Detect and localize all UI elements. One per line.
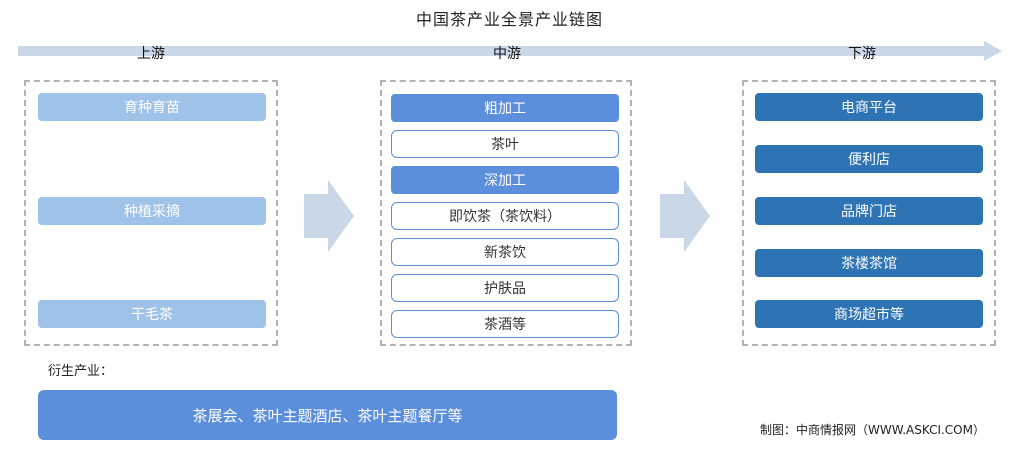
- midstream-item: 深加工: [391, 166, 619, 194]
- upstream-item: 育种育苗: [38, 93, 266, 121]
- flow-arrow: [18, 41, 1002, 61]
- arrow-right-icon: [660, 180, 710, 252]
- source-note: 制图：中商情报网（WWW.ASKCI.COM）: [760, 423, 985, 437]
- stage-upstream: 上游: [137, 46, 165, 62]
- midstream-item: 即饮茶（茶饮料）: [391, 202, 619, 230]
- upstream-item: 干毛茶: [38, 300, 266, 328]
- downstream-item: 商场超市等: [755, 300, 983, 328]
- midstream-item: 茶酒等: [391, 310, 619, 338]
- midstream-panel: [380, 80, 632, 346]
- downstream-panel: [742, 80, 996, 346]
- downstream-item: 便利店: [755, 145, 983, 173]
- derived-label: 衍生产业：: [48, 364, 114, 379]
- downstream-item: 茶楼茶馆: [755, 249, 983, 277]
- stage-midstream: 中游: [493, 46, 521, 62]
- arrow-right-icon: [304, 180, 354, 252]
- midstream-item: 粗加工: [391, 94, 619, 122]
- upstream-item: 种植采摘: [38, 197, 266, 225]
- midstream-item: 茶叶: [391, 130, 619, 158]
- derived-content: 茶展会、茶叶主题酒店、茶叶主题餐厅等: [38, 390, 617, 440]
- diagram-title: 中国茶产业全景产业链图: [415, 10, 603, 29]
- midstream-item: 护肤品: [391, 274, 619, 302]
- upstream-panel: [24, 80, 278, 346]
- downstream-item: 品牌门店: [755, 197, 983, 225]
- stage-downstream: 下游: [848, 46, 876, 62]
- midstream-item: 新茶饮: [391, 238, 619, 266]
- downstream-item: 电商平台: [755, 93, 983, 121]
